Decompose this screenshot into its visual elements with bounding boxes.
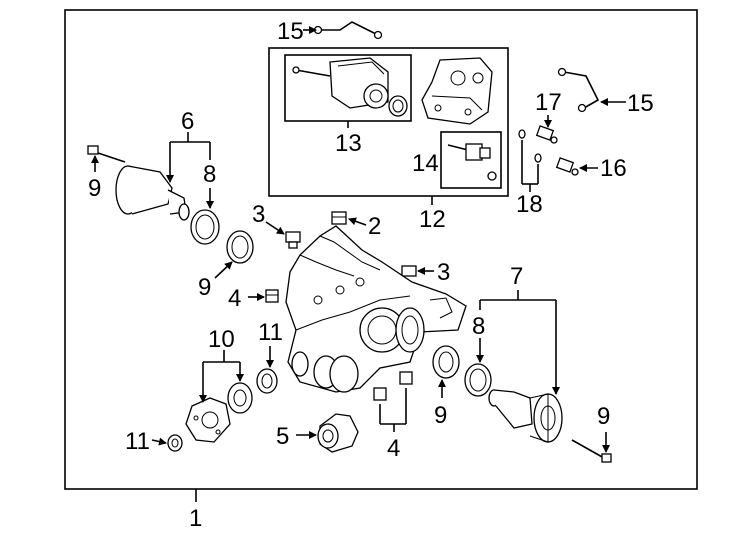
bolt-3-right <box>401 265 417 277</box>
mount-bushing <box>317 413 359 453</box>
plug-2 <box>331 211 347 225</box>
bolt-3-left <box>285 231 301 249</box>
leader-6 <box>166 132 211 183</box>
leader-3-left <box>265 221 285 235</box>
seal-11-center <box>256 368 278 394</box>
callout-8-right: 8 <box>472 313 485 340</box>
differential-housing <box>285 225 467 393</box>
callout-10: 10 <box>208 326 235 353</box>
callout-11-center: 11 <box>258 319 283 346</box>
plug-4-left <box>265 289 279 303</box>
callout-18: 18 <box>516 191 543 218</box>
output-flange-left <box>115 165 190 221</box>
plug-4-bottom <box>373 371 413 401</box>
seal-8-right <box>464 363 492 397</box>
callout-9-left-seal: 9 <box>198 274 211 301</box>
fitting-16 <box>555 157 579 176</box>
seal-18 <box>518 129 542 163</box>
callout-9-left-bolt: 9 <box>88 175 101 202</box>
vent-tube-top <box>313 21 383 40</box>
fitting-17 <box>535 125 558 144</box>
leader-4-bottom <box>379 388 407 432</box>
inset-box-14 <box>440 131 502 189</box>
callout-2: 2 <box>368 213 381 240</box>
seal-9-left <box>226 230 254 264</box>
callout-16: 16 <box>600 155 627 182</box>
bolt-9-right <box>571 439 612 463</box>
leader-2 <box>348 217 367 226</box>
diagram-frame <box>64 9 698 490</box>
clutch-housing <box>421 57 493 125</box>
callout-13: 13 <box>335 130 362 157</box>
callout-15-top: 15 <box>277 18 304 45</box>
leader-11-small <box>151 437 167 446</box>
callout-8-left: 8 <box>203 161 216 188</box>
vent-tube-right <box>557 67 600 113</box>
callout-3-left: 3 <box>252 201 265 228</box>
leader-18 <box>521 140 539 192</box>
actuator-motor <box>292 57 408 117</box>
callout-6: 6 <box>181 108 194 135</box>
output-flange-right <box>488 389 563 443</box>
callout-7: 7 <box>510 263 523 290</box>
callout-9-right-bolt: 9 <box>597 403 610 430</box>
callout-1: 1 <box>189 505 202 532</box>
callout-17: 17 <box>535 89 562 116</box>
seal-9-right <box>432 345 460 379</box>
flange-10 <box>185 397 231 443</box>
leader-7 <box>479 290 560 395</box>
bearing-10 <box>227 382 253 414</box>
callout-4-left: 4 <box>228 285 241 312</box>
callout-14: 14 <box>412 150 439 177</box>
callout-9-right-seal: 9 <box>434 402 447 429</box>
inset-box-12 <box>268 47 509 197</box>
seal-8-left <box>190 209 220 245</box>
callout-4-bottom: 4 <box>387 435 400 462</box>
callout-15-right: 15 <box>627 90 654 117</box>
leader-10 <box>199 350 244 403</box>
callout-3-right: 3 <box>437 259 450 286</box>
callout-12: 12 <box>419 206 446 233</box>
sensor-14 <box>447 143 497 181</box>
seal-11-small <box>167 434 183 452</box>
callout-11-small: 11 <box>125 428 150 455</box>
callout-5: 5 <box>276 423 289 450</box>
leader-9-left-seal <box>214 261 233 279</box>
bolt-9-left <box>87 145 126 163</box>
